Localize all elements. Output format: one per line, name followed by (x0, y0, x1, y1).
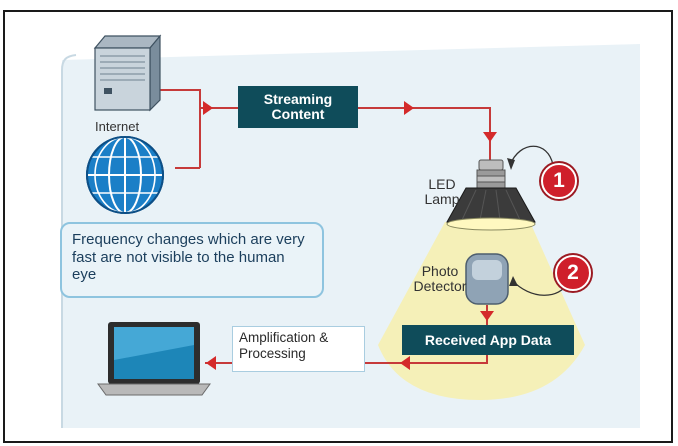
internet-label: Internet (95, 119, 140, 134)
photo-detector-icon (465, 253, 509, 305)
received-app-data-label: Received App Data (424, 332, 552, 348)
step-badge-1: 1 (541, 163, 577, 199)
info-note-text: Frequency changes which are very fast ar… (72, 231, 305, 284)
arrow-head (400, 356, 410, 370)
connection-lines (160, 89, 491, 364)
callout-line-one (509, 145, 554, 166)
server-icon (93, 34, 162, 112)
streaming-content-box: Streaming Content (238, 86, 358, 128)
arrow-head (480, 311, 494, 321)
arrow-head (507, 158, 515, 170)
arrow-head (206, 356, 216, 370)
received-app-data-box: Received App Data (402, 325, 574, 355)
arrow-head (203, 101, 213, 115)
amplification-box: Amplification & Processing (232, 326, 365, 372)
led-lamp-label: LED Lamp (424, 176, 460, 208)
globe-icon (86, 136, 164, 214)
arrow-head (483, 132, 497, 142)
amplification-label: Amplification & Processing (239, 330, 329, 362)
laptop-icon (97, 322, 211, 396)
info-note: Frequency changes which are very fast ar… (60, 222, 324, 298)
step-badge-2: 2 (555, 255, 591, 291)
led-lamp-icon (446, 159, 536, 231)
arrow-head (404, 101, 414, 115)
photo-detector-label: Photo Detector (413, 263, 467, 295)
arrow-heads (203, 101, 497, 370)
arrow-head (509, 276, 518, 286)
streaming-content-label: Streaming Content (263, 91, 333, 122)
